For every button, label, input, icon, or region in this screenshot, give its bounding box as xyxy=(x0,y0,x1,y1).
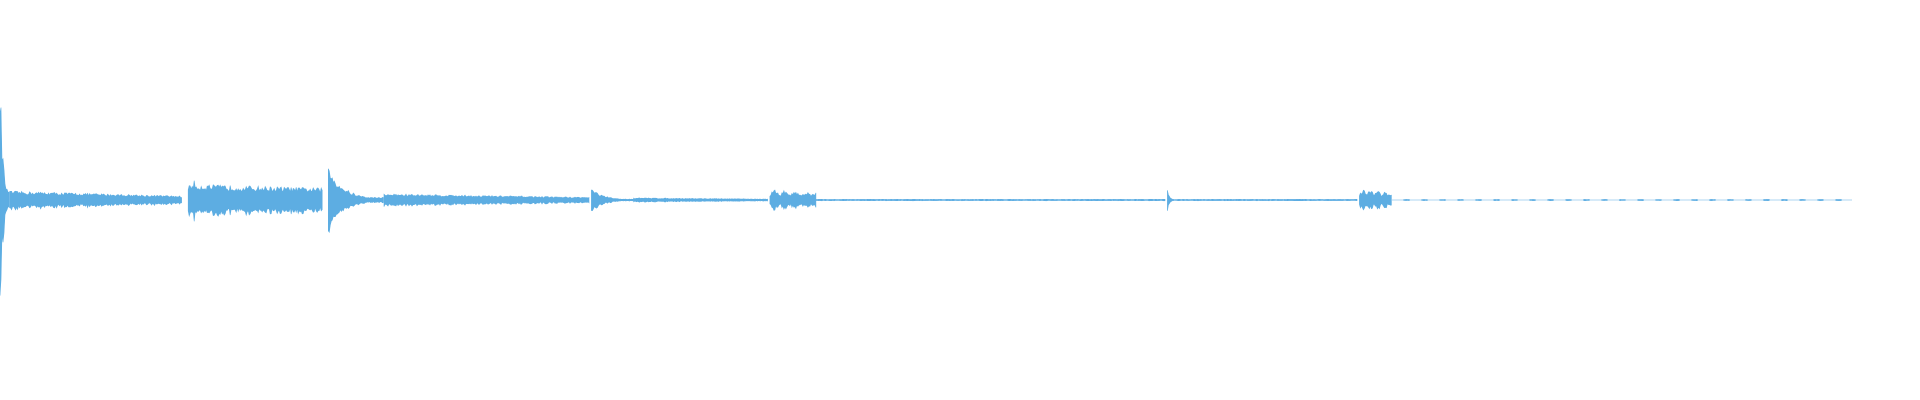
waveform-burst-3 xyxy=(328,168,384,233)
waveform-burst-1 xyxy=(0,107,10,296)
waveform-tail-3 xyxy=(383,193,590,207)
waveform-tail-1 xyxy=(9,190,182,211)
waveform-quiet-1 xyxy=(815,198,1166,202)
waveform-burst-5 xyxy=(769,189,817,211)
waveform-click-6 xyxy=(1167,190,1175,211)
waveform-tail-4 xyxy=(633,197,768,203)
waveform-sparse xyxy=(1392,199,1852,202)
waveform-burst-2 xyxy=(187,180,323,222)
waveform-burst-4 xyxy=(591,189,634,212)
waveform-amplitude-envelope xyxy=(0,107,1852,296)
waveform-burst-7 xyxy=(1359,189,1392,211)
waveform-quiet-2 xyxy=(1174,198,1358,202)
